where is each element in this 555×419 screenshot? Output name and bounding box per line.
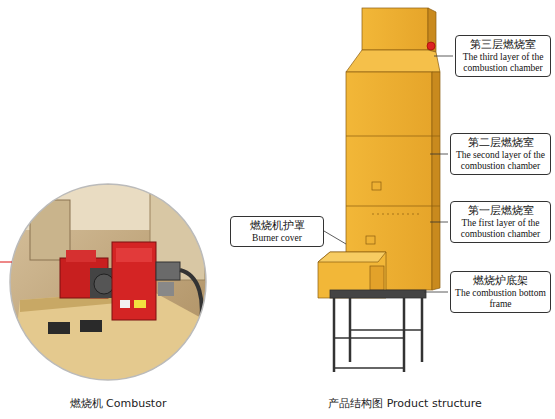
callout-box: 燃烧机护罩Burner cover [230,216,324,247]
part-name-en: The combustion bottom frame [454,288,547,310]
part-name-en: The third layer of the combustion chambe… [459,52,547,74]
part-name-cn: 第一层燃烧室 [454,204,547,218]
caption-label: 燃烧机 Combustor [70,396,167,411]
leader-line [324,56,453,292]
bottom-frame [330,290,426,372]
part-name-cn: 燃烧机护罩 [234,219,320,233]
callout-box: 第三层燃烧室The third layer of the combustion … [455,35,551,77]
callout-box: 燃烧炉底架The combustion bottom frame [450,271,551,313]
marker-line [0,262,12,263]
caption-label: 产品结构图 Product structure [328,396,482,411]
part-name-cn: 第二层燃烧室 [454,136,547,150]
part-name-en: The first layer of the combustion chambe… [454,218,547,240]
part-name-en: Burner cover [234,233,320,244]
part-name-en: The second layer of the combustion chamb… [454,150,547,172]
part-name-cn: 第三层燃烧室 [459,38,547,52]
furnace-tower [318,8,440,298]
gear-icon [427,42,435,50]
callout-box: 第一层燃烧室The first layer of the combustion … [450,201,551,243]
combustor-photo [0,180,220,390]
callout-box: 第二层燃烧室The second layer of the combustion… [450,133,551,175]
part-name-cn: 燃烧炉底架 [454,274,547,288]
